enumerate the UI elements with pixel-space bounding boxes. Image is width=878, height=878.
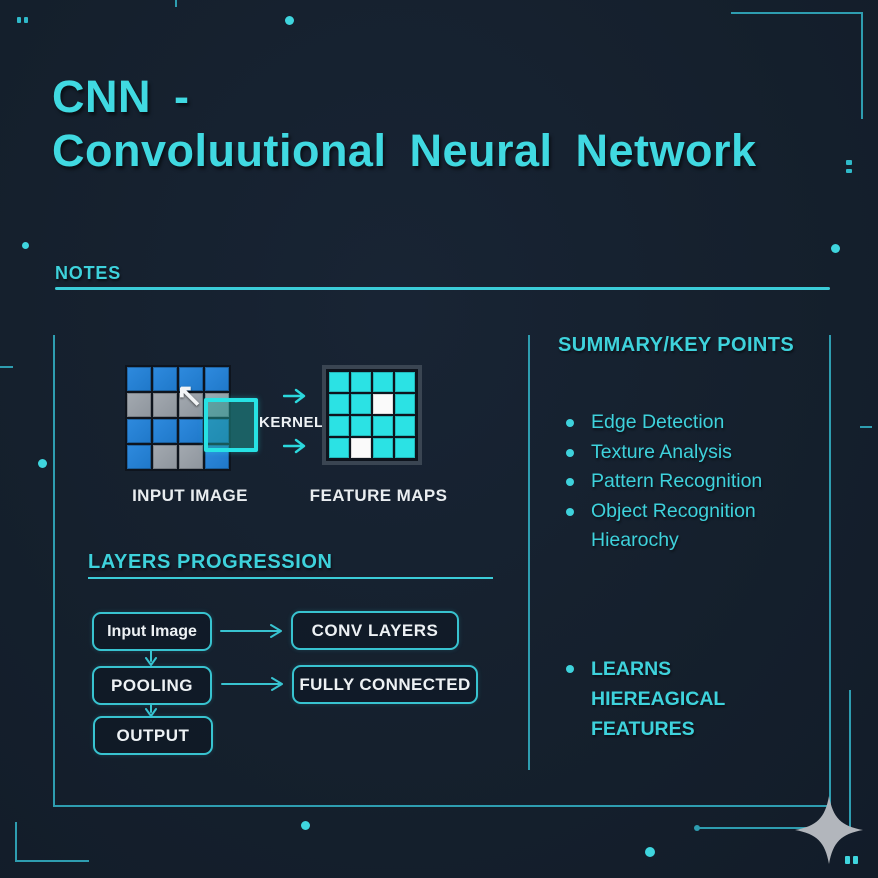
decor-bracket-top-right-v [861,12,863,119]
grid-cell-blue [127,445,151,469]
grid-cell-gray [153,445,177,469]
decor-dot-left-lower [38,459,47,468]
grid-cell-cyan [395,394,415,414]
slide-direction-arrow-icon: ↖ [176,377,203,413]
summary-bullet-edge-detection: Edge Detection [558,408,810,438]
decor-dash-right-2 [846,169,852,173]
decor-dash-right-edge [860,426,872,428]
grid-cell-cyan [351,394,371,414]
kernel-arrow-top-icon [283,388,309,404]
decor-dot-left-upper [22,242,29,249]
decor-dash-right-1 [846,160,852,165]
notes-heading: NOTES [55,263,122,283]
decor-dash-top-left-1 [17,17,21,23]
decor-bracket-top-right-h [731,12,863,14]
decor-dot-bottom-center [645,847,655,857]
layers-progression-heading: LAYERS PROGRESSION [88,551,333,573]
flow-box-fully-connected: FULLY CONNECTED [292,665,478,704]
content-box [53,335,831,807]
page-title: CNN - Convoluutional Neural Network [52,70,852,178]
decor-bracket-bottom-left-h [15,860,89,862]
decor-tick-top [175,0,177,7]
grid-cell-cyan [395,438,415,458]
title-line-2: Convoluutional Neural Network [52,125,757,176]
grid-cell-blue [127,367,151,391]
title-line-1: CNN - [52,71,190,122]
decor-dash-bottom-right-2 [853,856,858,864]
feature-maps-grid [329,372,415,458]
flow-box-output: OUTPUT [93,716,213,755]
vertical-divider [528,335,530,770]
grid-cell-blue [153,419,177,443]
grid-cell-white [351,438,371,458]
kernel-label: KERNEL [259,414,324,431]
decor-dash-bottom-right-1 [845,856,850,864]
grid-cell-blue [179,419,203,443]
decor-dash-top-left-2 [24,17,28,23]
grid-cell-cyan [373,372,393,392]
grid-cell-blue [179,367,203,391]
grid-cell-gray [127,393,151,417]
grid-cell-cyan [329,394,349,414]
summary-bullet-object-recognition: Object Recognition Hiearochy [558,497,810,556]
flow-box-pooling: POOLING [92,666,212,705]
grid-cell-white [373,394,393,414]
summary-emphasis-learns-features: LEARNS HIEREAGICAL FEATURES [558,654,808,744]
feature-maps-frame [322,365,422,465]
summary-heading: SUMMARY/KEY POINTS [558,334,795,356]
flow-box-input-image: Input Image [92,612,212,651]
decor-dot-right [831,244,840,253]
grid-cell-cyan [351,416,371,436]
feature-maps-label: FEATURE MAPS [309,486,448,505]
grid-cell-gray [153,393,177,417]
grid-cell-cyan [373,416,393,436]
decor-dash-left-edge [0,366,13,368]
summary-bullet-pattern-recognition: Pattern Recognition [558,467,810,497]
decor-bracket-bottom-left-v [15,822,17,862]
decor-bracket-bottom-right-v [849,690,851,829]
layers-progression-underline [88,577,493,579]
decor-dot-top [285,16,294,25]
grid-cell-cyan [329,372,349,392]
flow-arrow-input-to-pooling-icon [143,650,159,667]
flow-box-conv-layers: CONV LAYERS [291,611,459,650]
summary-bullet-texture-analysis: Texture Analysis [558,438,810,468]
grid-cell-cyan [373,438,393,458]
grid-cell-cyan [351,372,371,392]
grid-cell-gray [179,445,203,469]
grid-cell-cyan [395,372,415,392]
summary-emphasis-list: LEARNS HIEREAGICAL FEATURES [558,654,808,744]
summary-bullet-list: Edge Detection Texture Analysis Pattern … [558,408,810,556]
flow-arrow-pooling-to-fully-icon [221,676,289,692]
decor-bracket-bottom-right-h [698,827,851,829]
grid-cell-blue [153,367,177,391]
grid-cell-cyan [329,438,349,458]
grid-cell-gray [179,393,203,417]
grid-cell-cyan [395,416,415,436]
notes-underline [55,287,830,290]
decor-dot-bottom-left [301,821,310,830]
grid-cell-blue [127,419,151,443]
input-image-label: INPUT IMAGE [132,486,248,505]
kernel-overlay [204,398,258,452]
sparkle-star-icon [793,794,865,866]
grid-cell-blue [205,367,229,391]
grid-cell-cyan [329,416,349,436]
flow-arrow-input-to-conv-icon [220,623,288,639]
decor-dot-bracket-end [694,825,700,831]
kernel-arrow-bottom-icon [283,438,309,454]
